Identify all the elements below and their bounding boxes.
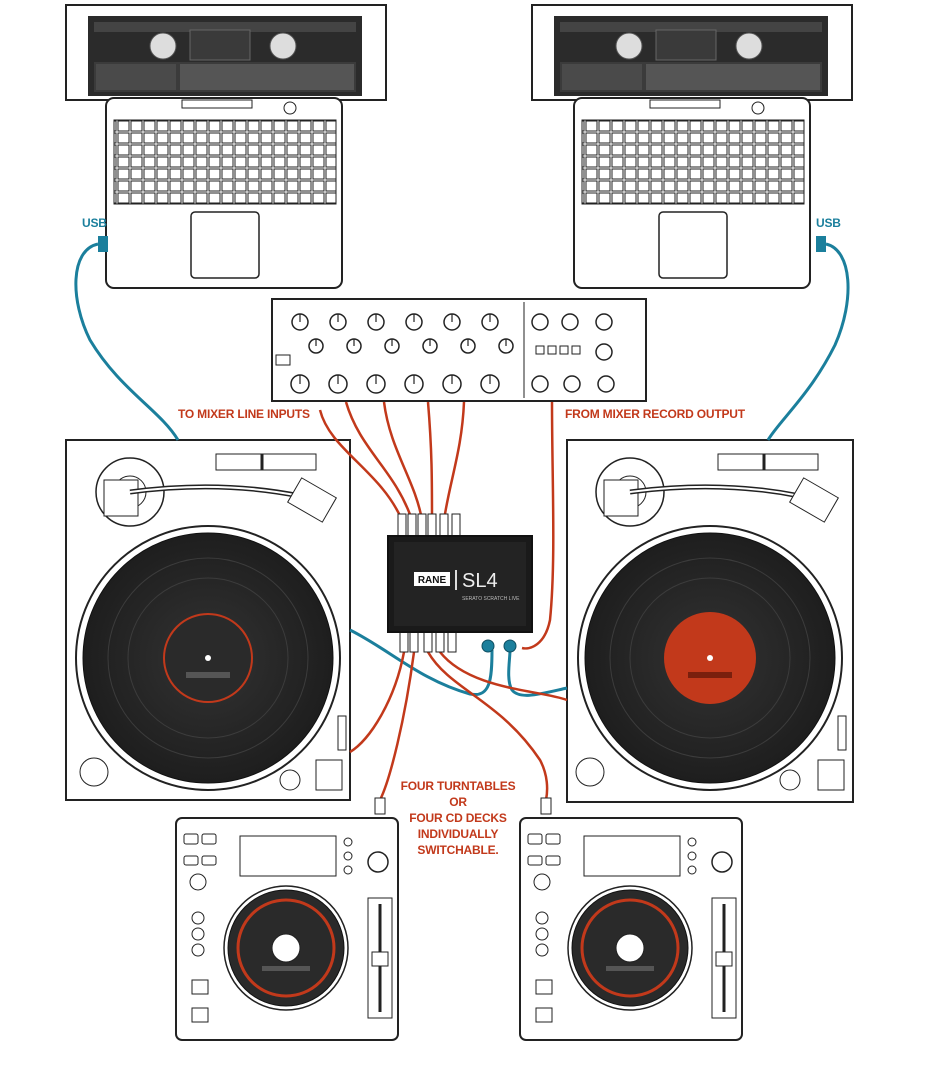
laptop-right (531, 4, 853, 289)
rca-jack (451, 513, 461, 537)
mixer-knobs (290, 313, 615, 394)
rca-jack (435, 631, 445, 653)
mixer-knob (595, 343, 613, 361)
usb-cable-left (74, 242, 494, 697)
usb-label-left: USB (82, 216, 107, 230)
audio-cables (318, 401, 568, 801)
mixer-knob (563, 375, 581, 393)
sl4-interface: RANE SL4 SERATO SCRATCH LIVE (387, 513, 533, 653)
rca-jack (447, 631, 457, 653)
rca-jack (423, 631, 433, 653)
laptop-left-trackpad (190, 211, 260, 279)
to-mixer-label: TO MIXER LINE INPUTS (178, 407, 310, 421)
mixer-knob (531, 313, 549, 331)
rane-logo (414, 572, 450, 586)
rca-jack (407, 513, 417, 537)
mixer-knob (531, 375, 549, 393)
rca-jack (399, 631, 409, 653)
turntable-right (566, 439, 854, 803)
mixer-knob (561, 313, 579, 331)
laptop-left (65, 4, 387, 289)
mixer-switch (571, 345, 581, 355)
from-mixer-label: FROM MIXER RECORD OUTPUT (565, 407, 745, 421)
sl4-output-jacks (399, 631, 457, 653)
note-line: OR (449, 795, 467, 809)
rca-jack (439, 513, 449, 537)
cd-left-jack (374, 797, 386, 815)
note-line: INDIVIDUALLY (417, 827, 499, 841)
mixer (271, 298, 647, 402)
sl4-input-jacks (397, 513, 461, 537)
cd-deck-left (175, 817, 399, 1041)
rca-jack (409, 631, 419, 653)
mixer-knob (595, 313, 613, 331)
sl4-model: SL4 (462, 570, 498, 592)
sl4-subtitle: SERATO SCRATCH LIVE (462, 596, 520, 602)
mixer-switch (559, 345, 569, 355)
mixer-knob (597, 375, 615, 393)
mixer-switch (547, 345, 557, 355)
rca-jack (427, 513, 437, 537)
usb-port-left (98, 236, 108, 252)
mixer-switch (535, 345, 545, 355)
note-line: SWITCHABLE. (417, 843, 499, 857)
note-line: FOUR CD DECKS (409, 811, 507, 825)
four-decks-note: FOUR TURNTABLES OR FOUR CD DECKS INDIVID… (398, 778, 518, 858)
usb-cable-right (507, 242, 850, 697)
cd-right-jack (540, 797, 552, 815)
laptop-right-trackpad (658, 211, 728, 279)
usb-label-right: USB (816, 216, 841, 230)
note-line: FOUR TURNTABLES (400, 779, 516, 793)
cd-deck-right (519, 817, 743, 1041)
rca-jack (397, 513, 407, 537)
usb-port-right (816, 236, 826, 252)
turntable-left (65, 439, 351, 801)
rane-logo-text: RANE (418, 575, 447, 586)
rca-jack (417, 513, 427, 537)
